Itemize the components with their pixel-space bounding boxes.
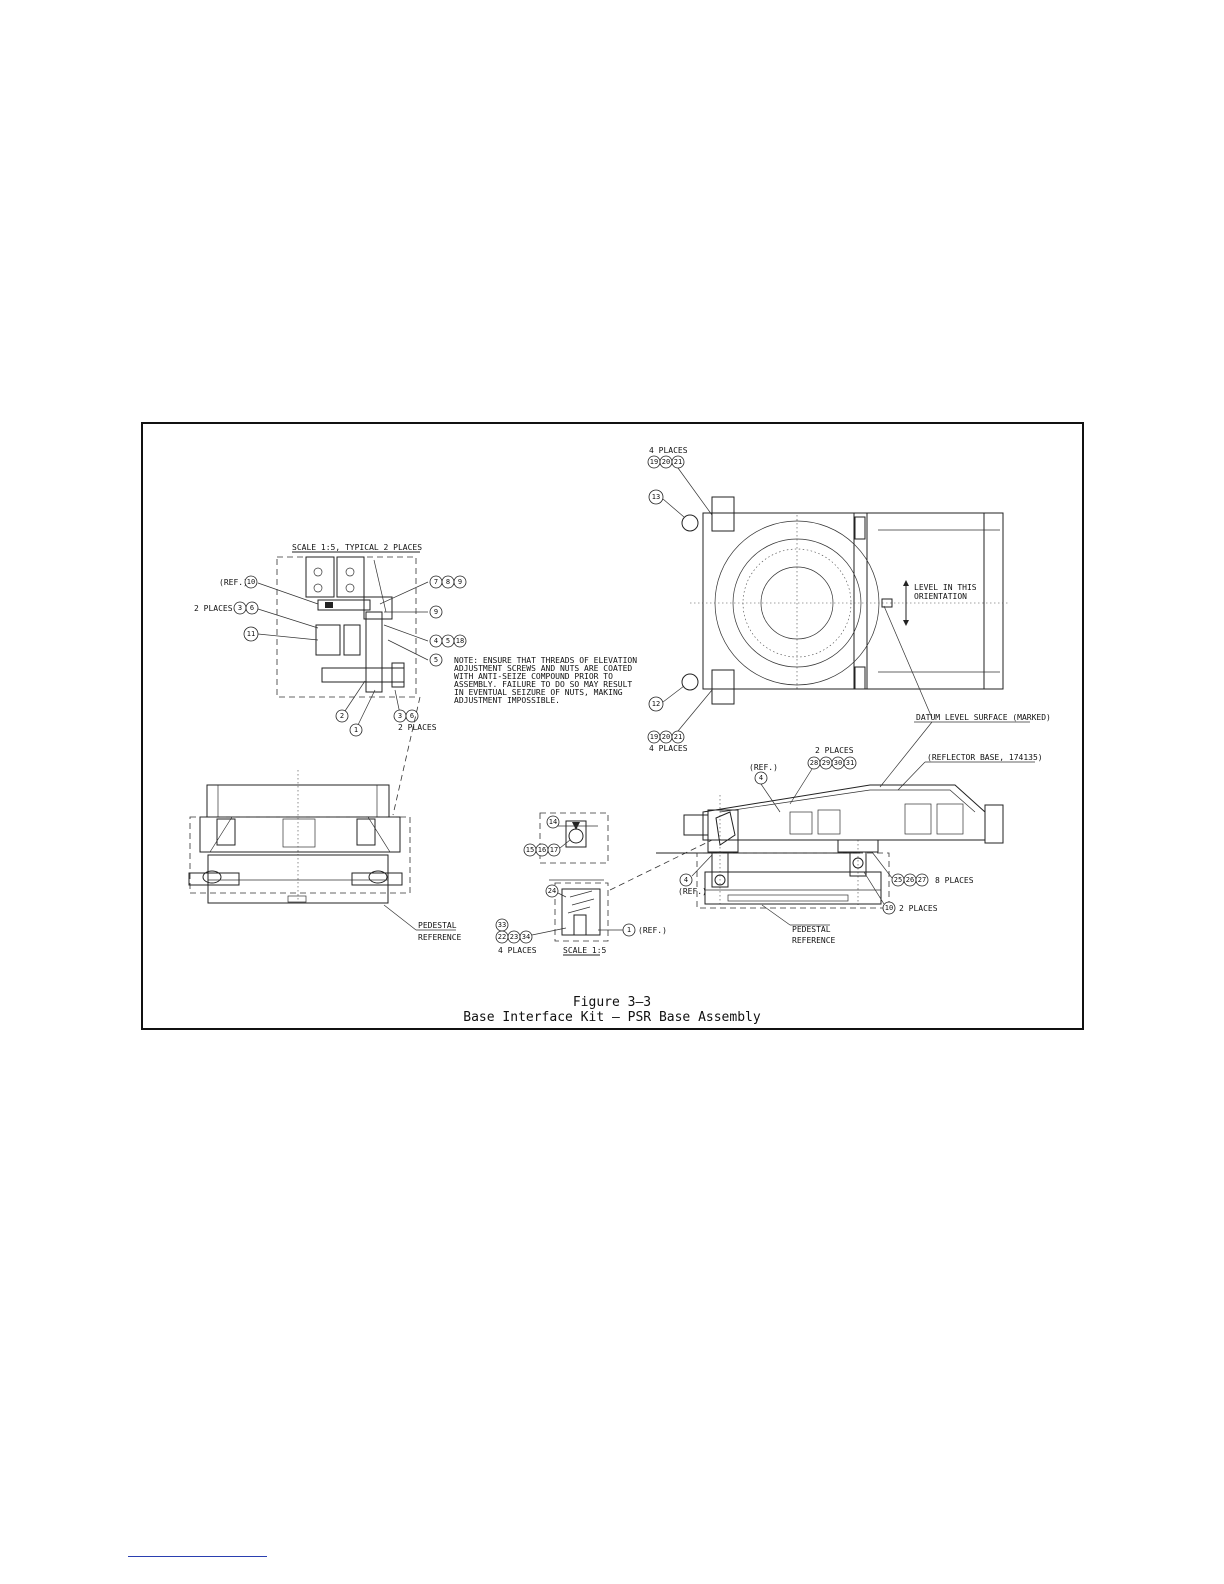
figure-frame: [141, 422, 1084, 1030]
item-3: 3: [238, 604, 242, 612]
item-23: 23: [510, 933, 518, 941]
four-places-bottom: 4 PLACES: [649, 744, 688, 753]
item-14: 14: [549, 818, 557, 826]
note-line-3: WITH ANTI-SEIZE COMPOUND PRIOR TO: [454, 672, 613, 681]
item-16: 16: [538, 846, 546, 854]
note-line-2: ADJUSTMENT SCREWS AND NUTS ARE COATED: [454, 664, 632, 673]
item-1: 1: [354, 726, 358, 734]
item-28: 28: [810, 759, 818, 767]
note-line-6: ADJUSTMENT IMPOSSIBLE.: [454, 696, 560, 705]
item-4: 4: [434, 637, 438, 645]
item-11: 11: [247, 630, 255, 638]
two-places-side-b: 2 PLACES: [899, 904, 938, 913]
item-3b: 3: [398, 712, 402, 720]
datum-note: DATUM LEVEL SURFACE (MARKED): [916, 713, 1051, 722]
item-6: 6: [250, 604, 254, 612]
center-scale-title: SCALE 1:5: [563, 946, 607, 955]
item-15: 15: [526, 846, 534, 854]
item-9a: 9: [458, 578, 462, 586]
pedestal-label-right-2: REFERENCE: [792, 936, 836, 945]
item-2: 2: [340, 712, 344, 720]
item-6b: 6: [410, 712, 414, 720]
item-31: 31: [846, 759, 854, 767]
item-20b: 20: [662, 733, 670, 741]
two-places-label-a: 2 PLACES: [194, 604, 233, 613]
side-view-right: (REF.) 4 2 PLACES 28 29 30 31 (REFLECTOR…: [656, 746, 1043, 945]
note-line-5: IN EVENTUAL SEIZURE OF NUTS, MAKING: [454, 688, 623, 697]
item-4-side-b: 4: [684, 876, 688, 884]
side-view-left: PEDESTAL REFERENCE: [188, 770, 462, 942]
item-4-side-a: 4: [759, 774, 763, 782]
footer-rule: [128, 1556, 267, 1557]
note-line-4: ASSEMBLY. FAILURE TO DO SO MAY RESULT: [454, 680, 632, 689]
item-19b: 19: [650, 733, 658, 741]
item-5b: 5: [434, 656, 438, 664]
item-21: 21: [674, 458, 682, 466]
four-places-center: 4 PLACES: [498, 946, 537, 955]
item-34: 34: [522, 933, 530, 941]
top-view: 4 PLACES 19 20 21 13 LEVEL IN THIS ORIEN…: [647, 446, 1051, 788]
ref-label-side-b: (REF.): [678, 887, 707, 896]
item-12: 12: [652, 700, 660, 708]
figure-number: Figure 3–3: [573, 995, 651, 1010]
item-22: 22: [498, 933, 506, 941]
item-20: 20: [662, 458, 670, 466]
item-26: 26: [906, 876, 914, 884]
note-line-1: NOTE: ENSURE THAT THREADS OF ELEVATION: [454, 656, 637, 665]
item-30: 30: [834, 759, 842, 767]
item-10-side: 10: [885, 904, 893, 912]
detail-scale-title: SCALE 1:5, TYPICAL 2 PLACES: [292, 543, 422, 552]
item-18: 18: [456, 637, 464, 645]
ref-label: (REF.): [219, 578, 248, 587]
eight-places-label: 8 PLACES: [935, 876, 974, 885]
item-19: 19: [650, 458, 658, 466]
item-21b: 21: [674, 733, 682, 741]
ref-label-side-a: (REF.): [749, 763, 778, 772]
item-25: 25: [894, 876, 902, 884]
level-note-2: ORIENTATION: [914, 592, 967, 601]
callout-leader: [392, 696, 421, 816]
detail-center: 14 15 16 17 24 33 22 23 34 4 PLACES 1 (R…: [495, 812, 713, 956]
item-1-center: 1: [627, 926, 631, 934]
item-24: 24: [548, 887, 556, 895]
figure-title: Base Interface Kit – PSR Base Assembly: [463, 1010, 761, 1025]
item-17: 17: [550, 846, 558, 854]
item-8: 8: [446, 578, 450, 586]
pedestal-label-left-2: REFERENCE: [418, 933, 462, 942]
reflector-base-label: (REFLECTOR BASE, 174135): [927, 753, 1043, 762]
item-27: 27: [918, 876, 926, 884]
ref-label-center: (REF.): [638, 926, 667, 935]
item-13: 13: [652, 493, 660, 501]
level-note-1: LEVEL IN THIS: [914, 583, 977, 592]
two-places-side: 2 PLACES: [815, 746, 854, 755]
two-places-label-b: 2 PLACES: [398, 723, 437, 732]
item-7: 7: [434, 578, 438, 586]
item-33: 33: [498, 921, 506, 929]
item-5: 5: [446, 637, 450, 645]
item-29: 29: [822, 759, 830, 767]
detail-top-left: SCALE 1:5, TYPICAL 2 PLACES (REF.) 10 2 …: [194, 543, 637, 737]
pedestal-label-left-1: PEDESTAL: [418, 921, 457, 930]
four-places-top: 4 PLACES: [649, 446, 688, 455]
item-10: 10: [247, 578, 255, 586]
pedestal-label-right-1: PEDESTAL: [792, 925, 831, 934]
item-9b: 9: [434, 608, 438, 616]
